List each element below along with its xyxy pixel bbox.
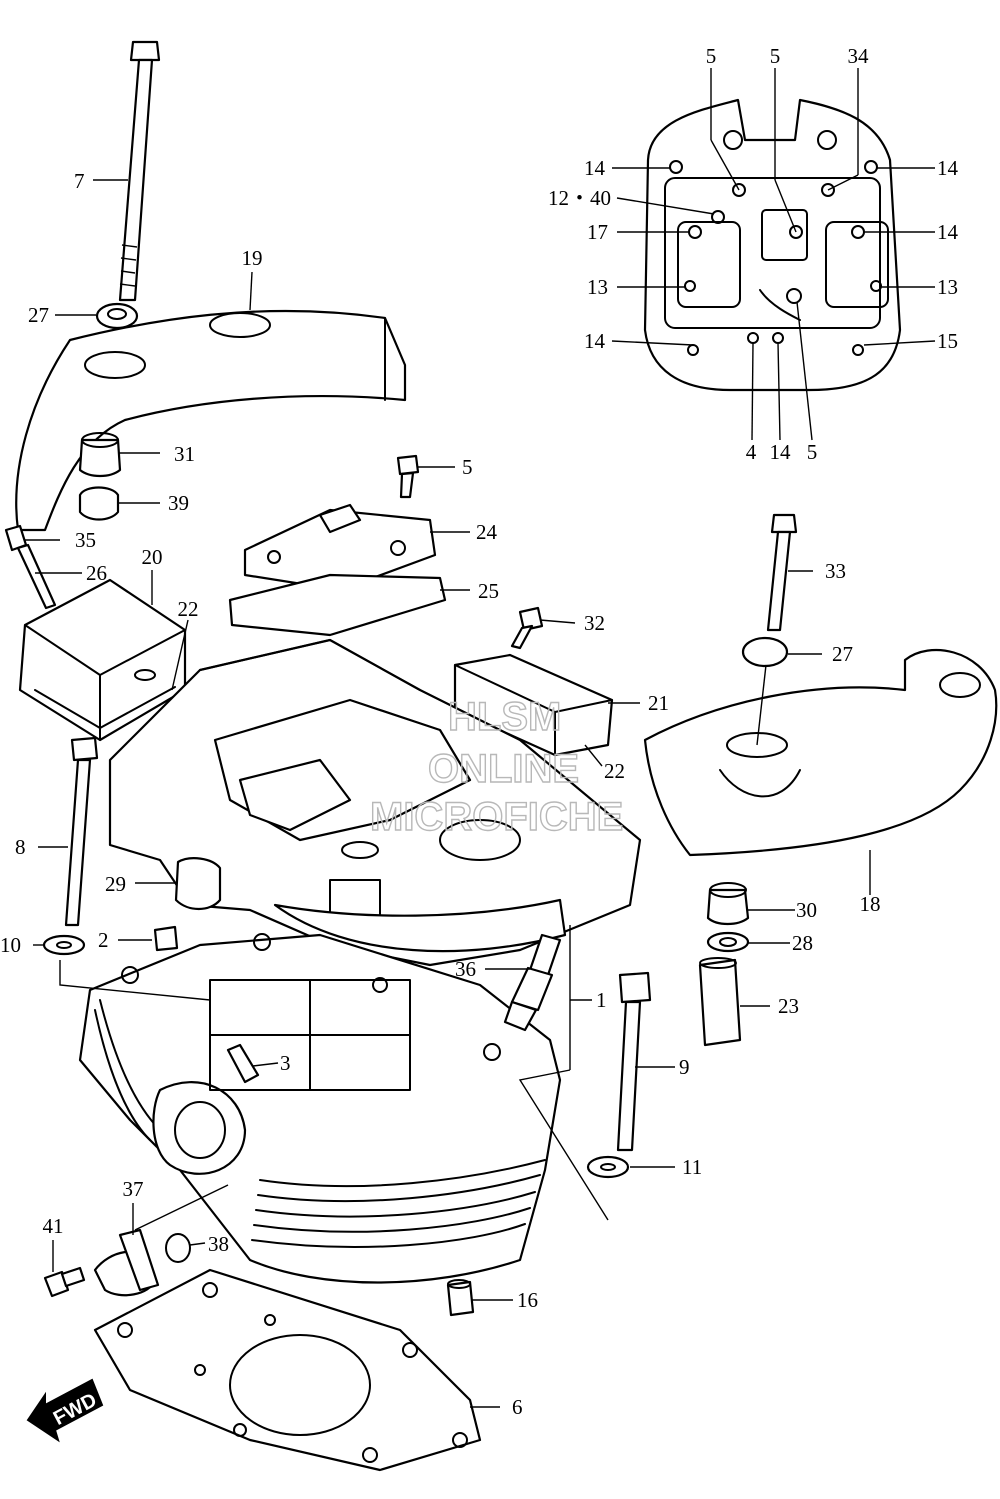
- part-27-grommet: [95, 302, 139, 330]
- svg-text:HLSM: HLSM: [448, 695, 561, 739]
- callout-30: 30: [796, 898, 817, 922]
- part-1-cylinder-head: [78, 638, 642, 1284]
- leader-lines: [25, 68, 936, 1408]
- callout-13: 13: [587, 275, 608, 299]
- part-31-grommet: [78, 438, 122, 478]
- callout-29: 29: [105, 872, 126, 896]
- callout-26: 26: [86, 561, 107, 585]
- part-27-grommet-right: [741, 636, 789, 668]
- callout-24: 24: [476, 520, 498, 544]
- callout-16: 16: [517, 1288, 538, 1312]
- part-32-bolt: [518, 606, 544, 632]
- part-9-bolt: [616, 971, 652, 1152]
- callout-9: 9: [679, 1055, 690, 1079]
- callout-8: 8: [15, 835, 26, 859]
- part-18-right-cover: [643, 648, 998, 857]
- head-top-view-inset: [643, 98, 902, 392]
- part-3-stud: [226, 1043, 260, 1084]
- callout-37: 37: [123, 1177, 144, 1201]
- part-38-o-ring: [165, 1233, 191, 1263]
- callout-14: 14: [937, 156, 959, 180]
- part-25-gasket: [228, 573, 447, 637]
- part-35-26-bolt: [4, 524, 57, 610]
- callout-1: 1: [596, 988, 607, 1012]
- callout-34: 34: [848, 44, 870, 68]
- part-10-washer: [42, 934, 86, 956]
- part-6-head-gasket: [93, 1268, 482, 1472]
- part-33-bolt: [766, 513, 798, 632]
- callout-41: 41: [43, 1214, 64, 1238]
- callout-labels: 5 5 34 14 14 12・40 17 14 13 13 14 15 4 1…: [0, 44, 959, 1419]
- part-8-bolt: [64, 736, 99, 927]
- callout-27: 27: [832, 642, 853, 666]
- part-23-collar: [698, 958, 742, 1047]
- callout-2: 2: [98, 928, 109, 952]
- callout-21: 21: [648, 691, 669, 715]
- callout-5: 5: [462, 455, 473, 479]
- callout-7: 7: [74, 169, 85, 193]
- part-11-washer: [586, 1155, 630, 1179]
- callout-39: 39: [168, 491, 189, 515]
- callout-6: 6: [512, 1395, 523, 1419]
- callout-23: 23: [778, 994, 799, 1018]
- callout-22: 22: [178, 597, 199, 621]
- callout-15: 15: [937, 329, 958, 353]
- part-2-dowel: [153, 925, 179, 952]
- callout-5: 5: [807, 440, 818, 464]
- svg-text:ONLINE: ONLINE: [428, 747, 579, 791]
- part-29-plug: [174, 857, 222, 911]
- callout-13: 13: [937, 275, 958, 299]
- callout-33: 33: [825, 559, 846, 583]
- callout-18: 18: [860, 892, 881, 916]
- part-30-grommet: [706, 888, 750, 926]
- callout-14: 14: [584, 156, 606, 180]
- callout-14: 14: [584, 329, 606, 353]
- callout-14: 14: [937, 220, 959, 244]
- callout-31: 31: [174, 442, 195, 466]
- callout-27: 27: [28, 303, 49, 327]
- watermark: HLSM ONLINE MICROFICHE: [369, 694, 624, 839]
- svg-text:MICROFICHE: MICROFICHE: [370, 795, 623, 839]
- part-36-spark-plug: [503, 933, 562, 1032]
- callout-25: 25: [478, 579, 499, 603]
- callout-12-40: 12・40: [548, 186, 611, 210]
- part-39-collar: [78, 486, 120, 521]
- callout-35: 35: [75, 528, 96, 552]
- callout-38: 38: [208, 1232, 229, 1256]
- callout-22: 22: [604, 759, 625, 783]
- part-7-bolt: [118, 40, 161, 302]
- callout-3: 3: [280, 1051, 291, 1075]
- callout-5: 5: [770, 44, 781, 68]
- callout-5: 5: [706, 44, 717, 68]
- part-5-bolt: [396, 454, 420, 476]
- callout-20: 20: [142, 545, 163, 569]
- callout-28: 28: [792, 931, 813, 955]
- callout-32: 32: [584, 611, 605, 635]
- callout-36: 36: [455, 957, 476, 981]
- callout-14: 14: [770, 440, 792, 464]
- part-16-dowel: [446, 1280, 475, 1317]
- fwd-arrow-icon: FWD: [26, 1378, 104, 1443]
- callout-19: 19: [242, 246, 263, 270]
- part-24-cover: [243, 503, 437, 592]
- callout-17: 17: [587, 220, 608, 244]
- part-19-left-cover: [15, 309, 407, 532]
- callout-10: 10: [0, 933, 21, 957]
- callout-11: 11: [682, 1155, 702, 1179]
- part-28-washer: [706, 931, 750, 953]
- callout-4: 4: [746, 440, 757, 464]
